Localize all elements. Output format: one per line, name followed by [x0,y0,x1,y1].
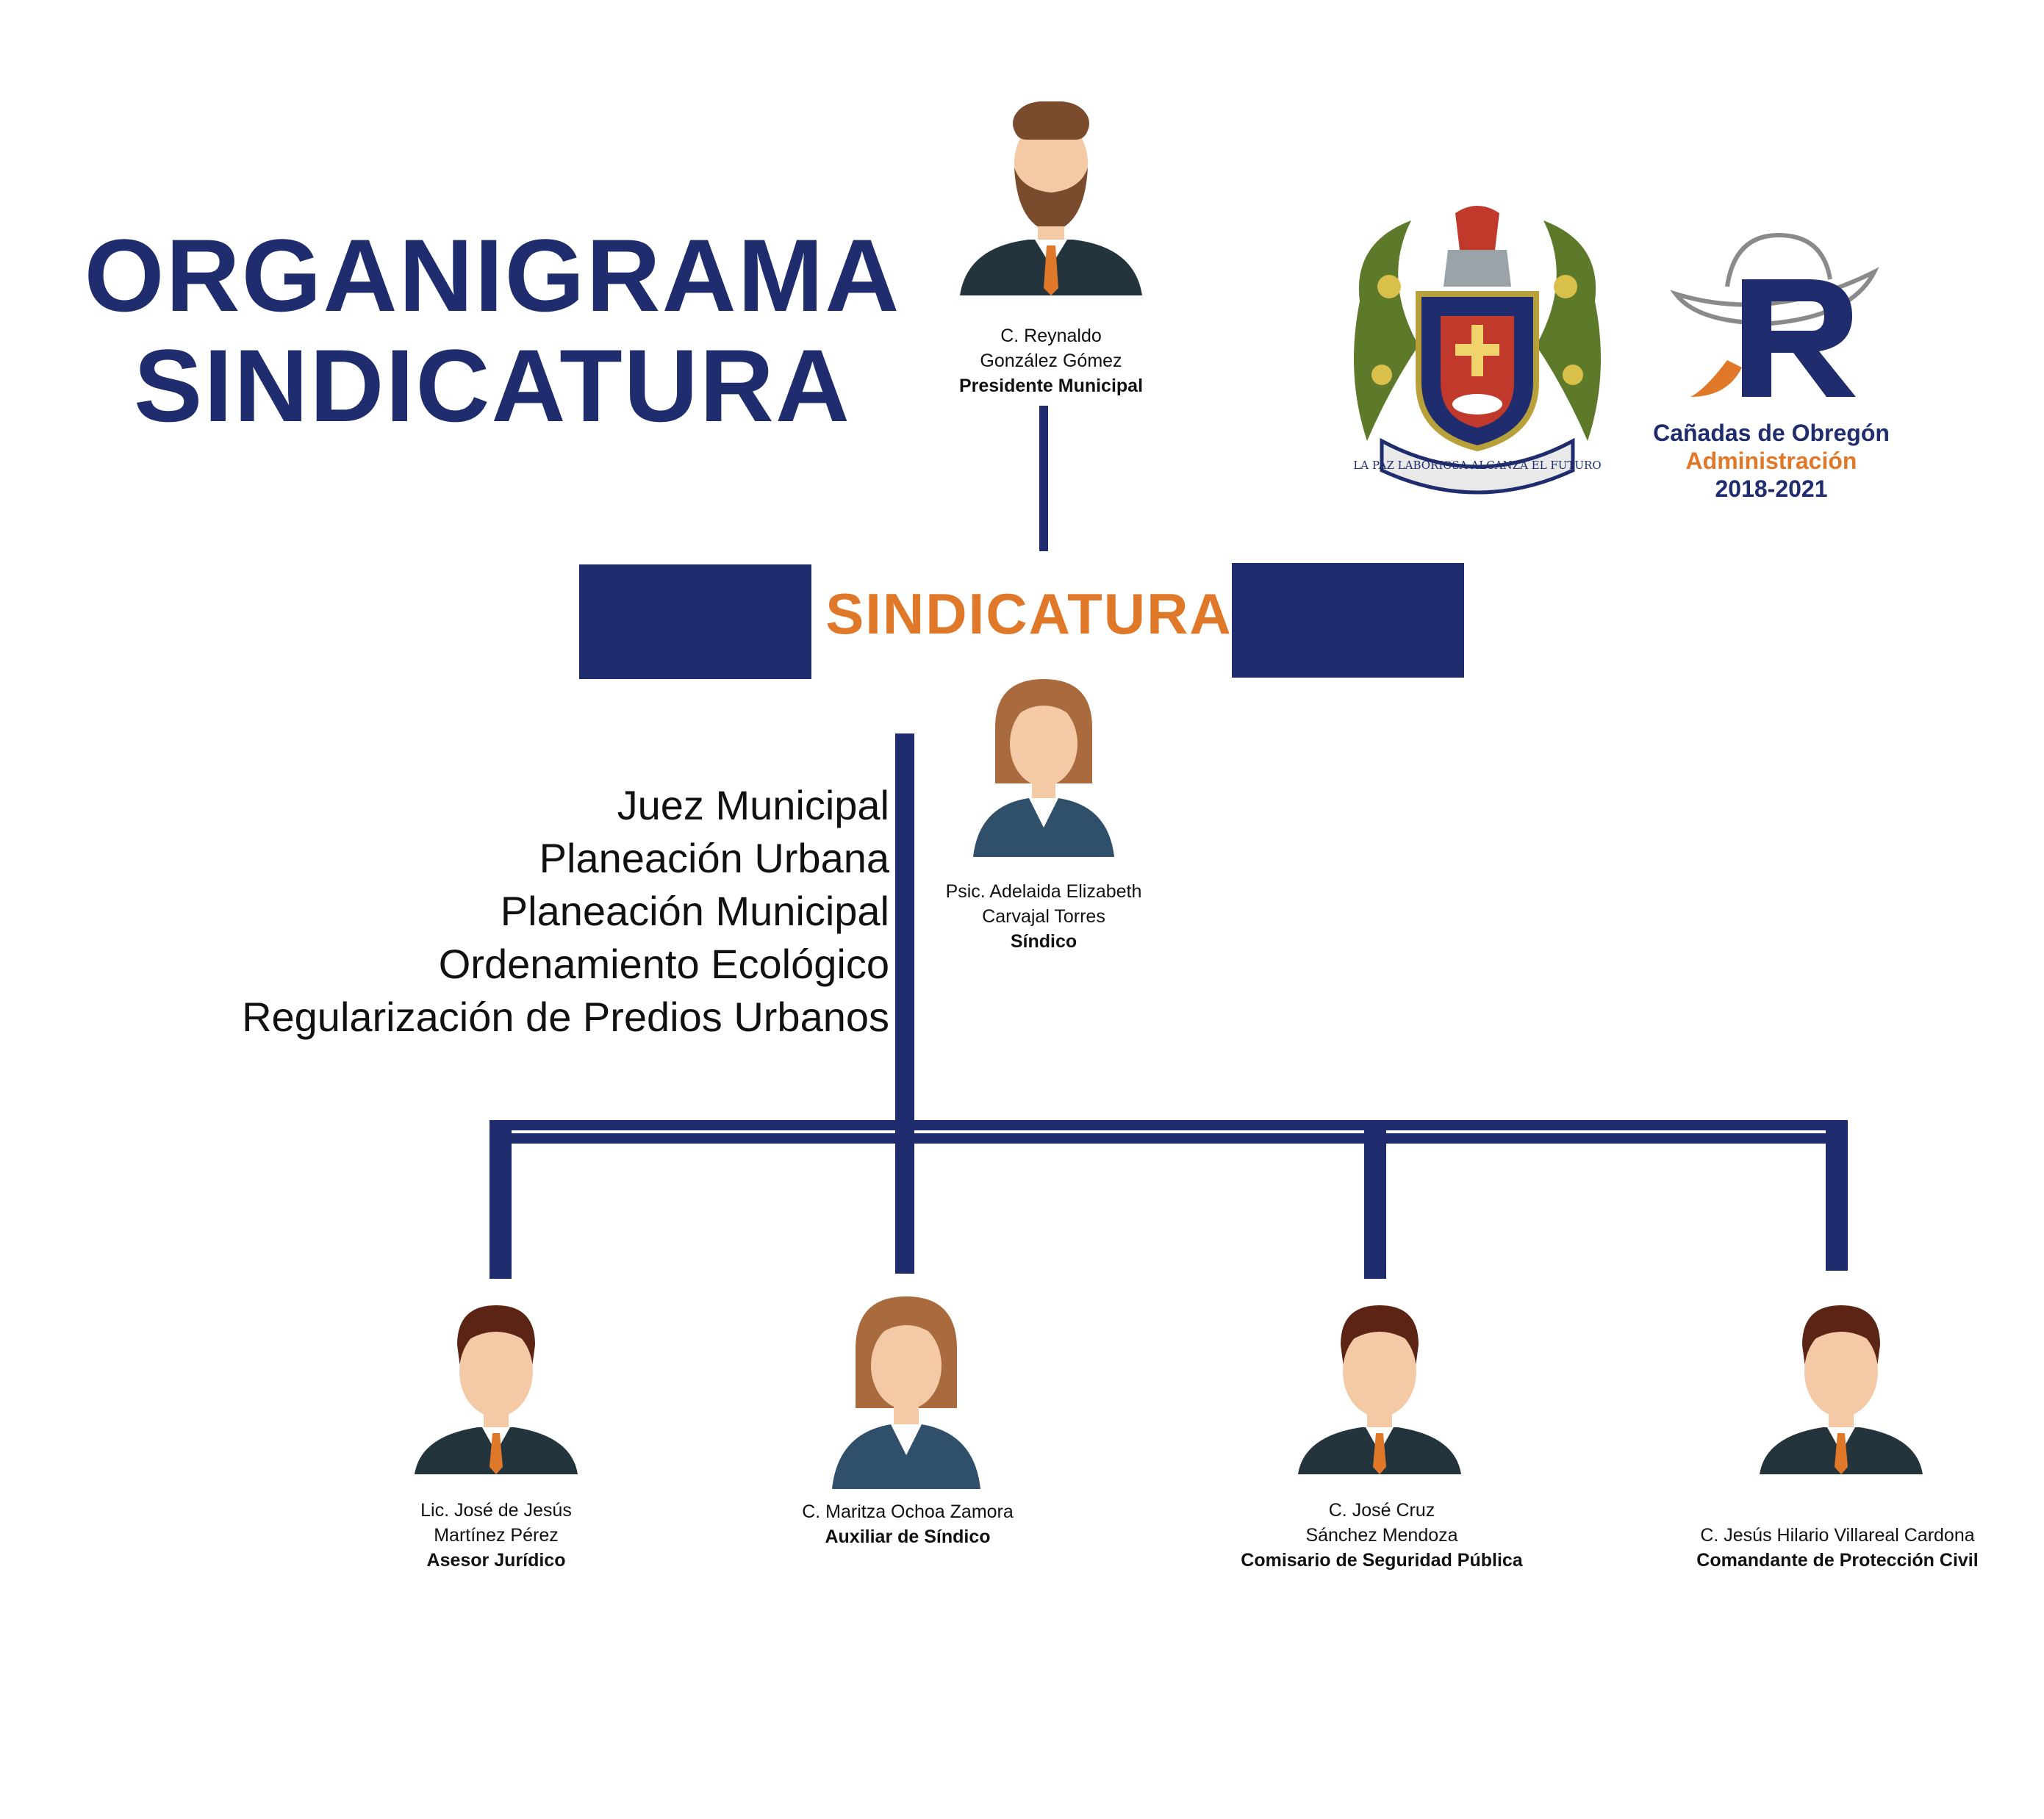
subordinate-2-role: Auxiliar de Síndico [825,1526,991,1547]
president-name-line-2: González Gómez [980,351,1122,371]
man-avatar-icon [1298,1305,1461,1474]
bearded-man-avatar-icon [960,101,1142,295]
subordinate-4-role: Comandante de Protección Civil [1696,1550,1979,1571]
area-item: Planeación Urbana [539,835,889,881]
president-role: Presidente Municipal [958,376,1144,396]
page-title: ORGANIGRAMA SINDICATURA [81,220,904,441]
subordinate-3-role: Comisario de Seguridad Pública [1241,1550,1523,1571]
subordinate-1-name-line-2: Martínez Pérez [434,1525,559,1546]
title-line-1: ORGANIGRAMA [84,218,901,333]
coat-of-arms-motto: LA PAZ LABORIOSA ALCANZA EL FUTURO [1353,459,1601,472]
subordinate-3-name-line-2: Sánchez Mendoza [1305,1525,1458,1546]
connector-horizontal-inner [490,1133,1848,1144]
connector-drop-4 [1826,1120,1848,1271]
areas-list: Juez Municipal Planeación Urbana Planeac… [220,779,889,1044]
subordinate-4-caption: C. Jesús Hilario Villareal Cardona Coman… [1632,1523,2043,1573]
connector-drop-1 [490,1120,512,1279]
area-item: Juez Municipal [617,782,889,828]
area-item: Regularización de Predios Urbanos [242,994,889,1040]
sindico-name-line-2: Carvajal Torres [982,906,1105,927]
subordinate-3-name-line-1: C. José Cruz [1328,1500,1435,1521]
woman-avatar-icon [973,679,1114,857]
connector-main-vertical [895,733,914,1274]
man-avatar-icon [1760,1305,1923,1474]
sindicatura-label: SINDICATURA [825,581,1233,646]
sindico-name-line-1: Psic. Adelaida Elizabeth [945,881,1142,902]
cowboy-hat-r-logo-icon [1670,232,1879,397]
subordinate-2-caption: C. Maritza Ochoa Zamora Auxiliar de Sínd… [735,1499,1080,1549]
area-item: Planeación Municipal [500,888,889,934]
subordinate-3-caption: C. José Cruz Sánchez Mendoza Comisario d… [1205,1498,1558,1573]
connector-drop-3 [1364,1120,1386,1279]
connector-president-to-sindicatura [1039,406,1048,551]
title-line-2: SINDICATURA [133,328,852,443]
subordinate-1-role: Asesor Jurídico [426,1550,566,1571]
subordinate-4-name-line-2: C. Jesús Hilario Villareal Cardona [1700,1525,1975,1546]
president-caption: C. Reynaldo González Gómez Presidente Mu… [845,323,1257,398]
sindicatura-right-block [1232,563,1464,678]
administration-line-3: 2018-2021 [1715,476,1828,502]
administration-logo-text: Cañadas de Obregón Administración 2018-2… [1610,419,1933,503]
area-item: Ordenamiento Ecológico [438,941,889,987]
sindicatura-left-block [579,564,811,679]
administration-line-2: Administración [1685,448,1857,474]
sindico-role: Síndico [1010,931,1077,952]
subordinate-1-name-line-1: Lic. José de Jesús [420,1500,572,1521]
coat-of-arms-icon: LA PAZ LABORIOSA ALCANZA EL FUTURO [1353,206,1602,495]
administration-line-1: Cañadas de Obregón [1653,420,1890,446]
sindico-caption: Psic. Adelaida Elizabeth Carvajal Torres… [867,879,1220,954]
man-avatar-icon [415,1305,578,1474]
president-name-line-1: C. Reynaldo [1000,326,1102,346]
woman-avatar-icon [832,1296,980,1489]
connector-horizontal-top [490,1120,1848,1130]
subordinate-2-name-line-2: C. Maritza Ochoa Zamora [802,1502,1014,1522]
subordinate-1-caption: Lic. José de Jesús Martínez Pérez Asesor… [331,1498,661,1573]
